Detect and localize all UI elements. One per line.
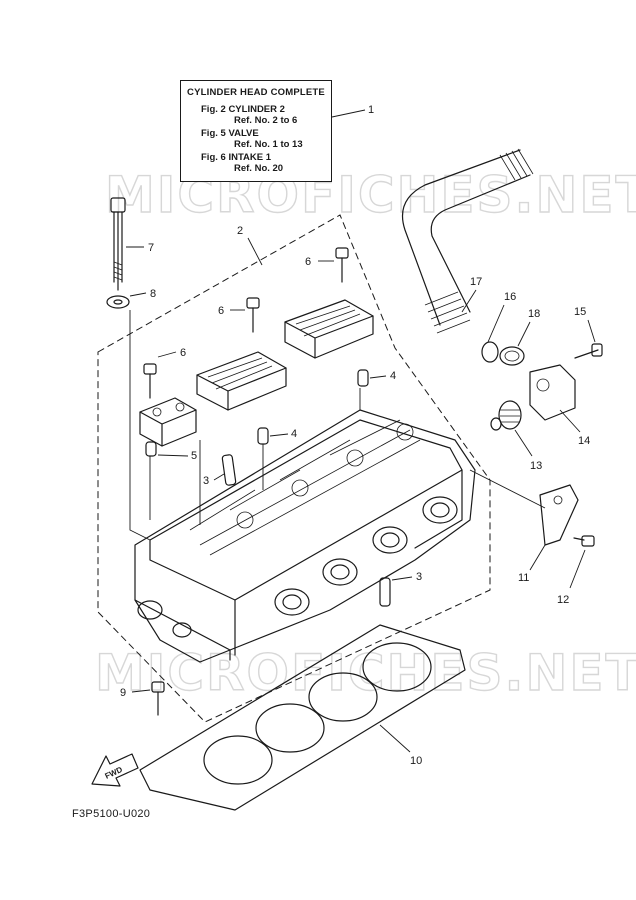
callout-16: 16 — [504, 291, 516, 303]
title-box-heading: CYLINDER HEAD COMPLETE — [187, 87, 325, 98]
callout-9: 9 — [120, 687, 126, 699]
dowel-pin — [145, 441, 189, 457]
callout-8: 8 — [150, 288, 156, 300]
callout-17: 17 — [470, 276, 482, 288]
assembly-outline — [97, 214, 491, 723]
title-box: CYLINDER HEAD COMPLETE Fig. 2 CYLINDER 2… — [180, 80, 332, 182]
ref-range: Ref. No. 2 to 6 — [234, 115, 298, 126]
leader-line — [247, 237, 263, 266]
callout-3: 3 — [203, 475, 209, 487]
callout-14: 14 — [578, 435, 590, 447]
thermostat — [490, 400, 533, 457]
callout-15: 15 — [574, 306, 586, 318]
fwd-arrow: FWD — [91, 753, 139, 787]
fwd-label: FWD — [103, 765, 124, 781]
callout-3: 3 — [416, 571, 422, 583]
callout-6: 6 — [305, 256, 311, 268]
callout-1: 1 — [368, 104, 374, 116]
bolt-6b — [230, 297, 260, 333]
head-gasket — [139, 624, 466, 811]
head-bolt — [110, 197, 144, 291]
bolt-12 — [569, 535, 595, 589]
bolt-6a — [318, 247, 349, 283]
callout-12: 12 — [557, 594, 569, 606]
bolt-9 — [131, 681, 165, 716]
thermostat-cover — [529, 364, 581, 433]
plug-tube — [379, 576, 413, 607]
dowel-pin — [257, 427, 289, 445]
water-hose — [401, 148, 534, 363]
callout-2: 2 — [237, 225, 243, 237]
bracket — [469, 469, 579, 571]
callout-6: 6 — [218, 305, 224, 317]
camshaft-cap — [196, 351, 287, 411]
ref-range: Ref. No. 20 — [234, 163, 284, 174]
callout-6: 6 — [180, 347, 186, 359]
callout-7: 7 — [148, 242, 154, 254]
callout-4: 4 — [291, 428, 297, 440]
callout-13: 13 — [530, 460, 542, 472]
callout-10: 10 — [410, 755, 422, 767]
end-cap — [139, 397, 197, 447]
diagram-code: F3P5100-U020 — [72, 808, 151, 820]
cylinder-head — [134, 409, 476, 663]
plug-tube — [213, 454, 237, 486]
watermark: MICROFICHES.NET — [95, 644, 636, 702]
dowel-pin — [357, 369, 387, 387]
callout-4: 4 — [390, 370, 396, 382]
ref-fig: Fig. 5 VALVE — [201, 128, 259, 139]
camshaft-cap — [284, 299, 374, 359]
ref-fig: Fig. 2 CYLINDER 2 — [201, 104, 285, 115]
ref-fig: Fig. 6 INTAKE 1 — [201, 152, 272, 163]
ref-range: Ref. No. 1 to 13 — [234, 139, 303, 150]
bolt-6c — [143, 351, 177, 399]
callout-5: 5 — [191, 450, 197, 462]
callout-18: 18 — [528, 308, 540, 320]
callout-11: 11 — [518, 572, 529, 584]
bolt-15 — [574, 319, 603, 359]
leader-line — [331, 109, 366, 118]
washer — [106, 292, 147, 309]
hose-clamp — [499, 321, 531, 366]
